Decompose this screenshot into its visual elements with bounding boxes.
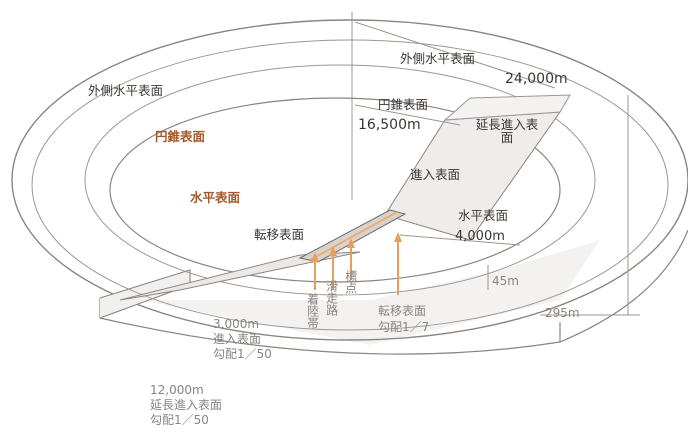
extended-slope: 勾配1／50	[150, 413, 209, 427]
transitional-bottom-block: 転移表面 勾配1／7	[378, 305, 429, 333]
extended-length: 12,000m	[150, 383, 204, 397]
outer-ring-outline	[11, 19, 688, 341]
ground-shading	[140, 240, 600, 345]
approach-length: 3,000m	[213, 317, 260, 331]
approach-slope: 勾配1／50	[213, 347, 272, 361]
pointer-arrows	[311, 232, 402, 295]
dim-horizontal-radius-label: 4,000m	[455, 229, 505, 244]
label-outer-horizontal-right: 外側水平表面	[400, 51, 476, 66]
extended-name: 延長進入表面	[150, 398, 223, 412]
label-conical-left: 円錐表面	[155, 129, 206, 144]
outer-ring-right-side	[559, 229, 688, 343]
runway-centerline	[309, 211, 398, 261]
dim-conical-radius-label: 16,500m	[358, 117, 421, 133]
extended-block: 12,000m 延長進入表面 勾配1／50	[150, 383, 222, 428]
label-outer-horizontal-left: 外側水平表面	[88, 83, 164, 98]
extended-approach-left	[119, 251, 361, 301]
label-runway: 滑走路	[324, 280, 339, 316]
label-horizontal-right: 水平表面	[458, 208, 509, 223]
dim-height-45-label: 45m	[492, 274, 519, 288]
extended-approach-surface	[443, 94, 571, 121]
extended-approach-text: 延長進入表面	[475, 117, 539, 146]
conical-outer-edge	[31, 39, 669, 331]
transitional-slope: 勾配1／7	[378, 319, 430, 334]
horizontal-surface-edge	[109, 97, 561, 283]
dim-conical-radius	[354, 104, 461, 126]
label-transitional-bottom: 転移表面	[378, 304, 427, 318]
outer-ring-side	[99, 298, 561, 355]
label-conical-right: 円錐表面	[378, 97, 429, 112]
label-landing-strip: 着陸帯	[305, 293, 320, 329]
label-extended-approach: 延長進入表面	[470, 118, 544, 144]
label-approach-right: 進入表面	[410, 167, 461, 182]
conical-inner-edge	[84, 64, 596, 296]
dim-outer-radius	[354, 21, 556, 89]
label-horizontal-inner: 水平表面	[190, 190, 241, 205]
approach-name: 進入表面	[213, 332, 262, 346]
approach-block: 3,000m 進入表面 勾配1／50	[213, 317, 272, 362]
label-threshold: 標点	[343, 270, 358, 294]
dim-horizontal-radius	[399, 234, 521, 246]
dim-height-295-label: 295m	[545, 306, 580, 320]
label-transitional-left: 転移表面	[254, 227, 305, 242]
dim-outer-radius-label: 24,000m	[505, 71, 568, 87]
